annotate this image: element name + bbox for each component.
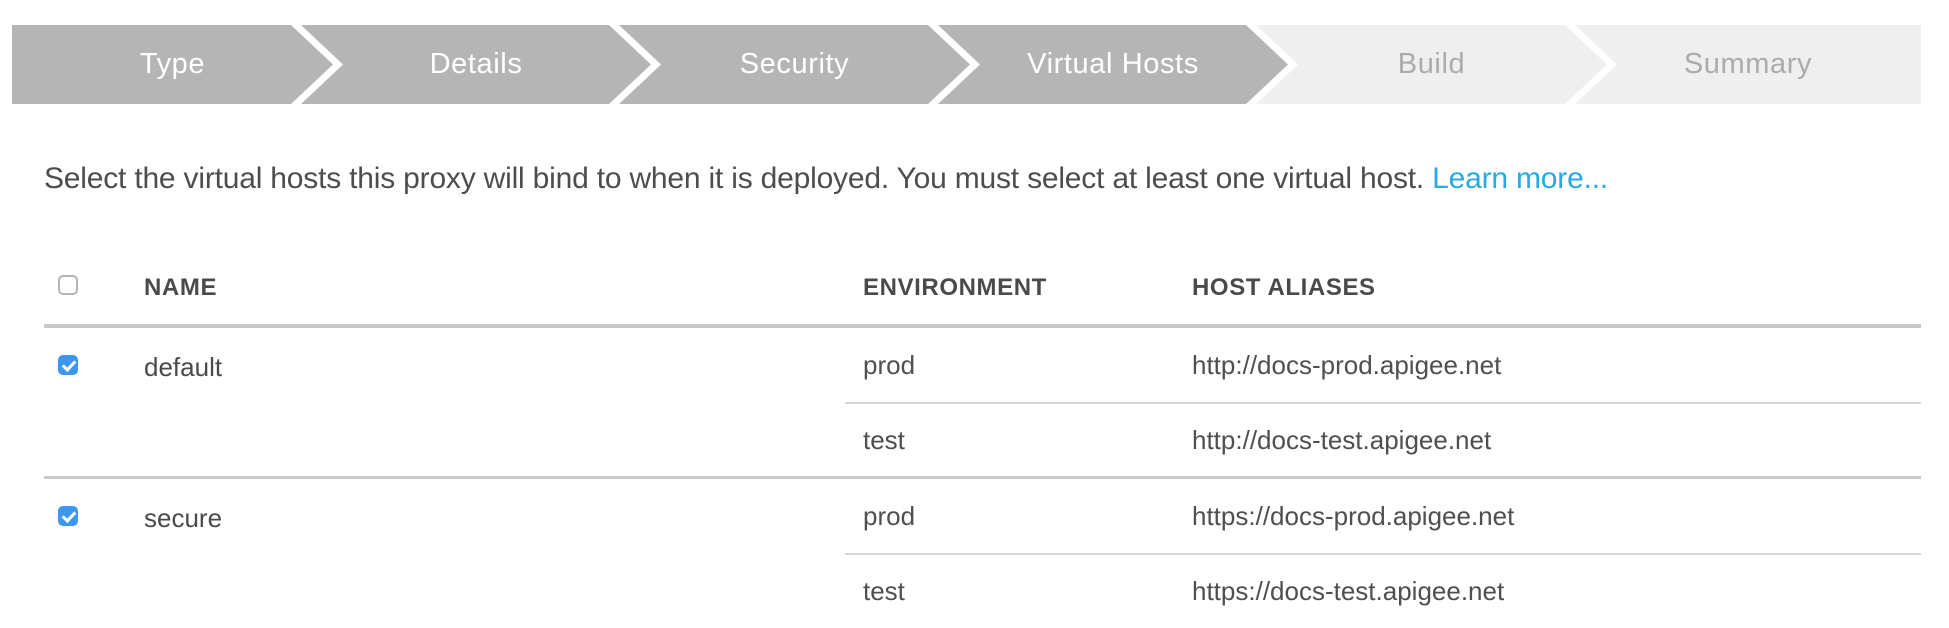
subrow-default-test: test http://docs-test.apigee.net [845, 402, 1921, 476]
stepper-step-virtual-hosts[interactable]: Virtual Hosts [938, 25, 1288, 104]
subrows-secure: prod https://docs-prod.apigee.net test h… [845, 479, 1921, 627]
step-label: Build [1397, 48, 1466, 80]
subrows-default: prod http://docs-prod.apigee.net test ht… [845, 328, 1921, 476]
wizard-stepper: Type Details Security Virtual Hosts Buil… [12, 25, 1921, 104]
select-all-checkbox[interactable] [58, 275, 78, 295]
cell-name: secure [144, 503, 223, 533]
table-header-row: NAME ENVIRONMENT HOST ALIASES [44, 252, 1921, 328]
column-header-host-aliases: HOST ALIASES [1192, 274, 1376, 301]
subrow-default-prod: prod http://docs-prod.apigee.net [845, 328, 1921, 402]
row-checkbox-secure[interactable] [58, 506, 78, 526]
stepper-step-build: Build [1256, 25, 1607, 104]
instructions-text: Select the virtual hosts this proxy will… [44, 159, 1924, 199]
step-label: Virtual Hosts [1027, 48, 1199, 80]
virtual-hosts-table: NAME ENVIRONMENT HOST ALIASES default pr… [44, 252, 1921, 627]
learn-more-link[interactable]: Learn more... [1432, 162, 1608, 195]
row-checkbox-cell [44, 328, 144, 476]
row-checkbox-cell [44, 479, 144, 627]
subrow-secure-prod: prod https://docs-prod.apigee.net [845, 479, 1921, 553]
cell-host-alias: http://docs-prod.apigee.net [1192, 349, 1502, 380]
instructions-body: Select the virtual hosts this proxy will… [44, 162, 1425, 195]
cell-environment: prod [863, 500, 916, 531]
cell-environment: test [863, 424, 905, 455]
cell-name: default [144, 352, 223, 382]
row-checkbox-default[interactable] [58, 355, 78, 375]
header-checkbox-cell [44, 274, 144, 302]
step-label: Details [429, 48, 523, 80]
step-label: Type [139, 48, 206, 80]
cell-host-alias: http://docs-test.apigee.net [1192, 424, 1492, 455]
column-header-environment: ENVIRONMENT [863, 274, 1047, 301]
table-row-secure: secure prod https://docs-prod.apigee.net… [44, 479, 1921, 627]
cell-environment: test [863, 575, 905, 606]
cell-host-alias: https://docs-prod.apigee.net [1192, 500, 1515, 531]
cell-host-alias: https://docs-test.apigee.net [1192, 575, 1505, 606]
stepper-step-details[interactable]: Details [301, 25, 651, 104]
column-header-name: NAME [144, 274, 218, 301]
table-row-default: default prod http://docs-prod.apigee.net… [44, 328, 1921, 479]
step-label: Security [739, 48, 850, 80]
stepper-step-type[interactable]: Type [12, 25, 333, 104]
subrow-secure-test: test https://docs-test.apigee.net [845, 553, 1921, 627]
cell-environment: prod [863, 349, 916, 380]
step-label: Summary [1683, 48, 1813, 80]
stepper-step-summary: Summary [1575, 25, 1921, 104]
stepper-step-security[interactable]: Security [619, 25, 970, 104]
